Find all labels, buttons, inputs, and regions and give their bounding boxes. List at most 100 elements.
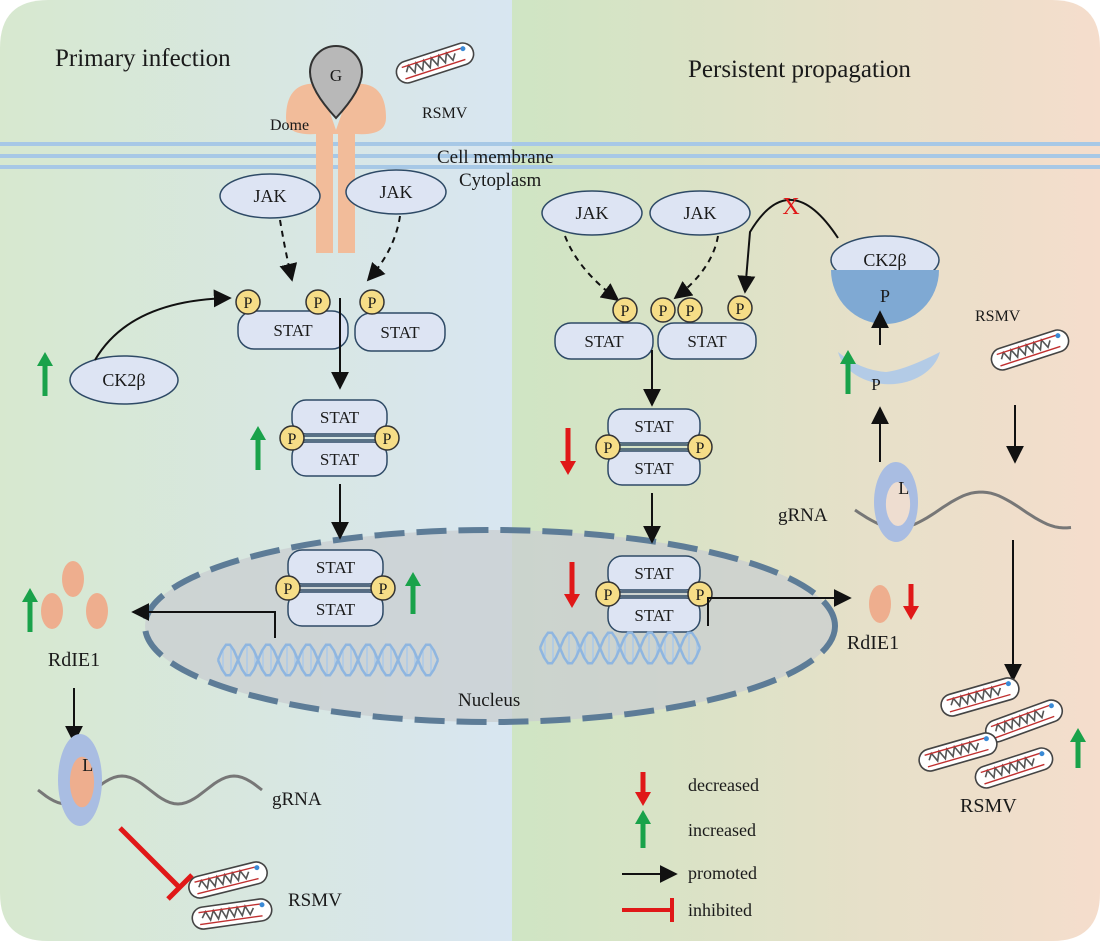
phosphate-label: P: [686, 303, 695, 320]
phosphate-group: P: [374, 425, 400, 451]
right-panel-title: Persistent propagation: [688, 56, 911, 83]
legend-inhibited-label: inhibited: [688, 900, 752, 920]
dna-strand: [216, 643, 440, 677]
nucleus-label: Nucleus: [458, 690, 520, 711]
virion-band: [194, 866, 256, 883]
inhibition-bar-cap: [166, 873, 194, 901]
ck2b-feedback-arrow: [737, 199, 839, 294]
phosphate-circle: [305, 289, 331, 315]
phosphate-label: P: [736, 301, 745, 318]
virion-tip: [983, 736, 989, 742]
stat-label: STAT: [584, 332, 624, 351]
decreased-arrow-head: [903, 606, 919, 620]
jak-phosphorylation-arrow: [279, 219, 298, 282]
rsmv-virion: [918, 732, 998, 772]
ck2b-phosphorylation-arrow: [94, 289, 232, 361]
virion-band: [198, 903, 261, 914]
rdie1-label-left: RdIE1: [48, 649, 100, 671]
stat-shape: [554, 322, 654, 360]
l-ring-inner: [69, 756, 95, 808]
virion-band: [996, 334, 1057, 356]
rdie1-protein: [41, 593, 63, 629]
stat-protein: STAT: [354, 312, 446, 352]
phosphate-group: P: [370, 575, 396, 601]
stat-top: [291, 399, 388, 435]
phosphate-label: P: [314, 295, 323, 312]
virion-genome: [984, 756, 1035, 780]
decreased-arrow-head: [635, 792, 651, 806]
phosphate-circle: [595, 434, 621, 460]
rdie1-protein: [869, 585, 891, 623]
phosphate-circle: [650, 297, 676, 323]
l-protein: L: [874, 462, 918, 542]
jak-phosphorylation-arrow: [564, 235, 620, 302]
legend-decreased-label: decreased: [688, 775, 759, 795]
legend-promoted-label: promoted: [688, 863, 757, 883]
virion-band: [401, 47, 462, 69]
increased-arrow-head: [250, 426, 266, 440]
stat-bottom-label: STAT: [316, 600, 356, 619]
phosphate-group: P: [727, 295, 753, 321]
stat-protein: STAT: [657, 322, 757, 360]
stat-bottom-label: STAT: [320, 450, 360, 469]
stat-top-label: STAT: [316, 558, 356, 577]
phosphate-label: P: [621, 303, 630, 320]
cell-membrane: [0, 142, 1100, 169]
rsmv-label-bottom-left: RSMV: [288, 890, 342, 911]
phosphate-circle: [370, 575, 396, 601]
virion-genome: [198, 868, 250, 891]
virion-genome: [928, 740, 980, 763]
l-label: L: [82, 755, 93, 775]
jak-label: JAK: [379, 182, 412, 202]
rsmv-virion: [990, 329, 1070, 371]
transcription-arrow: [131, 603, 276, 638]
phosphate-circle: [235, 289, 261, 315]
virion-band: [200, 915, 263, 926]
dna-strand: [216, 643, 440, 677]
phosphate-group: P: [687, 434, 713, 460]
phosphate-group: P: [687, 581, 713, 607]
virion-genome: [1000, 338, 1051, 362]
phosphate-circle: [275, 575, 301, 601]
rsmv-virion: [940, 677, 1020, 717]
increased-arrow: [37, 352, 53, 396]
phosphate-label: P: [368, 295, 377, 312]
phosphate-label: P: [604, 440, 613, 457]
jak-label: JAK: [683, 203, 716, 223]
phosphate-group: P: [235, 289, 261, 315]
rsmv-label-right: RSMV: [975, 308, 1021, 325]
virion-band: [990, 704, 1051, 728]
virion-genome: [950, 685, 1002, 708]
legend-increased-label: increased: [688, 820, 756, 840]
increased-arrow: [405, 572, 421, 614]
stat-label: STAT: [273, 321, 313, 340]
phosphate-label: P: [288, 431, 297, 448]
stat-bottom-label: STAT: [634, 459, 674, 478]
phosphate-label: P: [696, 587, 705, 604]
stat-top: [607, 408, 701, 444]
jak-label: JAK: [575, 203, 608, 223]
rdie1-protein: [62, 561, 84, 597]
inhibition-bar-line: [118, 826, 182, 890]
phosphate-circle: [727, 295, 753, 321]
grna-label-right: gRNA: [778, 505, 828, 526]
virion-band: [946, 682, 1008, 702]
transcription-arrow: [707, 589, 852, 626]
decreased-arrow: [560, 428, 576, 475]
virion-band: [1000, 345, 1061, 367]
rdie1-protein: [86, 593, 108, 629]
ck2b-label: CK2β: [863, 250, 906, 270]
l-label: L: [898, 478, 909, 498]
virion-band: [197, 877, 259, 895]
grna-label-left: gRNA: [272, 789, 322, 810]
cytoplasm-label: Cytoplasm: [459, 170, 542, 191]
ck2b-label: CK2β: [102, 370, 145, 390]
stat-bottom: [287, 591, 384, 627]
phosphate-circle: [687, 434, 713, 460]
rdie1-label-right: RdIE1: [847, 632, 899, 654]
virion-genome: [405, 51, 456, 75]
